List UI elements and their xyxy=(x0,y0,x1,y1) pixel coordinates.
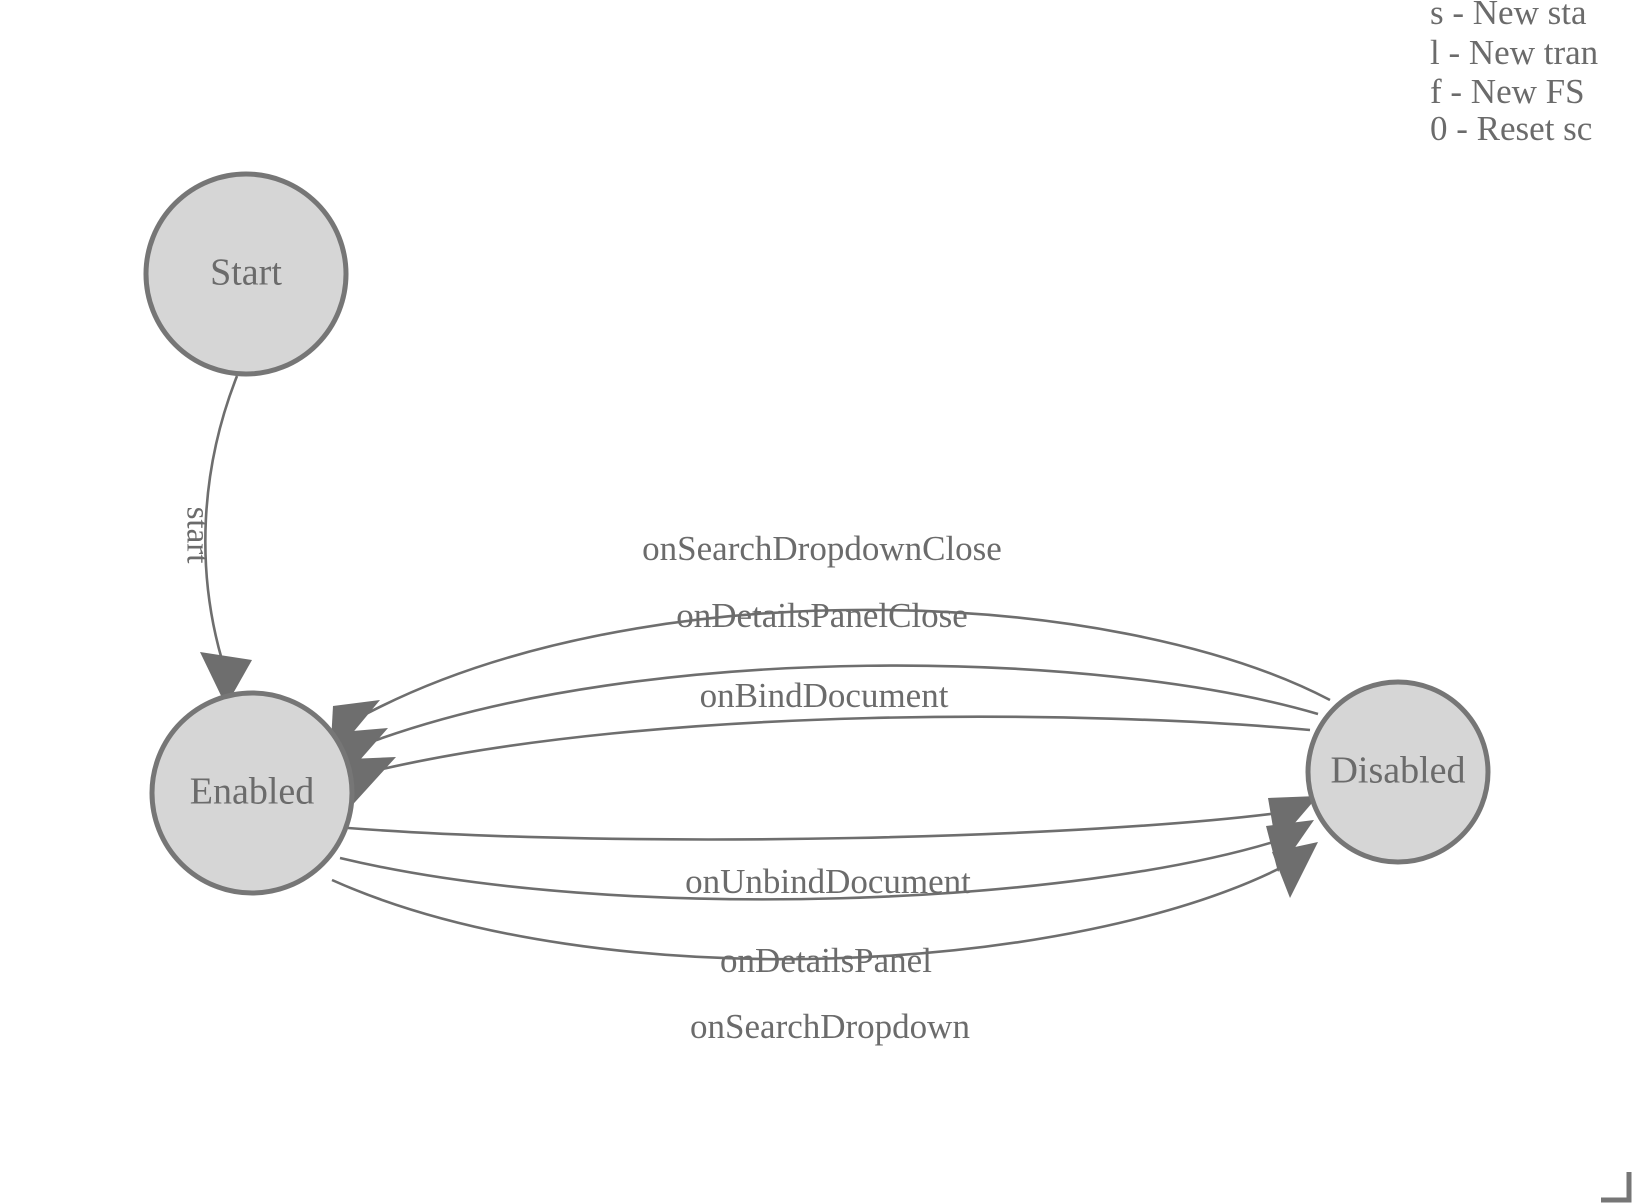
help-overlay: s - New sta l - New tran f - New FS 0 - … xyxy=(1430,0,1598,148)
transition-label-onsearchdropdownclose: onSearchDropdownClose xyxy=(642,529,1002,568)
node-group: Start Enabled Disabled xyxy=(143,171,1491,896)
viewport-frame-corner xyxy=(1601,1172,1632,1203)
transition-onbinddocument-arrowhead xyxy=(346,757,396,812)
transition-onsearchdropdownclose-path[interactable] xyxy=(365,608,1331,716)
transition-onsearchdropdown-arrowhead xyxy=(1272,842,1318,898)
transition-onsearchdropdown-path[interactable] xyxy=(331,860,1293,961)
transition-onbinddocument[interactable] xyxy=(346,715,1311,812)
transition-onbinddocument-path[interactable] xyxy=(377,715,1311,772)
transition-start[interactable] xyxy=(200,375,252,706)
state-node-disabled-circle[interactable] xyxy=(1305,679,1491,865)
state-node-enabled[interactable]: Enabled xyxy=(149,690,355,896)
transition-label-onunbinddocument: onUnbindDocument xyxy=(685,862,971,901)
transition-ondetailspanel-path[interactable] xyxy=(339,836,1287,901)
transition-label-onbinddocument: onBindDocument xyxy=(700,676,949,715)
help-line-new-transition: l - New tran xyxy=(1430,33,1598,72)
state-node-enabled-circle[interactable] xyxy=(149,690,355,896)
help-line-new-state: s - New sta xyxy=(1430,0,1587,32)
transition-onunbinddocument-path[interactable] xyxy=(347,810,1287,841)
transition-start-arrowhead xyxy=(200,652,252,706)
edge-group xyxy=(200,375,1331,961)
help-line-new-fsm: f - New FS xyxy=(1430,72,1585,111)
state-node-disabled-label: Disabled xyxy=(1330,750,1465,792)
frame-corner-path xyxy=(1601,1172,1632,1203)
transition-start-path[interactable] xyxy=(204,375,239,661)
state-node-start[interactable]: Start xyxy=(143,171,349,377)
transition-label-start: start xyxy=(179,507,215,564)
transition-onunbinddocument[interactable] xyxy=(347,796,1318,845)
transition-label-ondetailspanel: onDetailsPanel xyxy=(720,941,932,980)
state-node-disabled[interactable]: Disabled xyxy=(1305,679,1491,865)
state-node-start-label: Start xyxy=(210,252,282,294)
transition-onsearchdropdown[interactable] xyxy=(331,842,1318,961)
transition-label-onsearchdropdown: onSearchDropdown xyxy=(690,1007,970,1046)
help-line-reset-scale: 0 - Reset sc xyxy=(1430,109,1592,148)
edge-label-group: start onSearchDropdownClose onDetailsPan… xyxy=(179,507,1001,1046)
state-node-enabled-label: Enabled xyxy=(190,771,315,813)
state-node-start-circle[interactable] xyxy=(143,171,349,377)
transition-ondetailspanelclose-path[interactable] xyxy=(370,664,1319,744)
transition-label-ondetailspanelclose: onDetailsPanelClose xyxy=(676,596,968,635)
